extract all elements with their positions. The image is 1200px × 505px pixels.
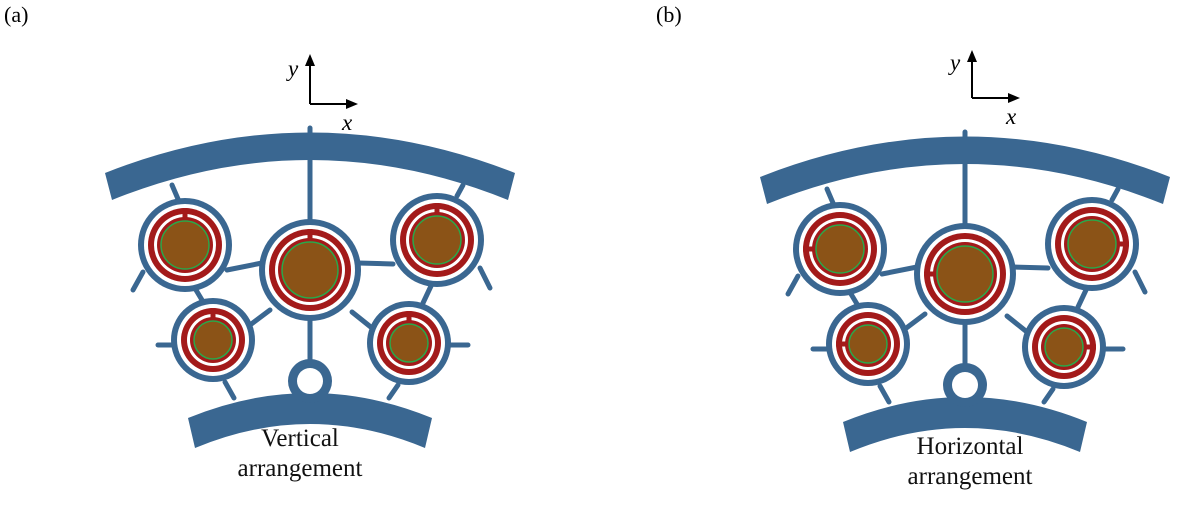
slit-bar: [836, 341, 848, 347]
support-strut: [1010, 264, 1051, 271]
support-strut: [785, 273, 801, 297]
x-arrow-b: [1008, 93, 1020, 103]
support-strut: [224, 260, 265, 273]
support-strut: [879, 264, 920, 277]
core: [848, 324, 888, 364]
axis-x-label-a: x: [341, 110, 353, 135]
caption-b: Horizontal arrangement: [870, 432, 1070, 492]
support-strut: [193, 287, 205, 303]
support-strut: [169, 182, 181, 202]
slit-bar: [182, 208, 188, 220]
caption-a-line1: Vertical: [261, 425, 339, 452]
outer-frame-arc: [105, 132, 515, 200]
core: [160, 220, 210, 270]
core: [193, 320, 233, 360]
support-strut: [386, 382, 401, 401]
support-strut: [1041, 386, 1056, 405]
axis-y-label-a: y: [286, 56, 299, 81]
axes-b: [971, 58, 1012, 99]
axis-x-label-b: x: [1005, 104, 1017, 129]
caption-b-line1: Horizontal: [916, 433, 1024, 460]
support-strut: [848, 291, 860, 307]
support-strut: [420, 283, 434, 306]
core: [936, 245, 994, 303]
slit-bar: [924, 271, 936, 277]
x-arrow-a: [346, 99, 358, 109]
caption-a: Vertical arrangement: [205, 424, 395, 484]
slit-bar: [803, 246, 815, 252]
support-strut: [355, 260, 396, 267]
caption-b-line2: arrangement: [907, 463, 1033, 490]
core: [815, 224, 865, 274]
panel-a-structure: [105, 125, 515, 448]
core: [389, 323, 429, 363]
support-strut: [222, 379, 237, 401]
support-strut: [247, 307, 273, 328]
outer-frame-arc: [760, 136, 1170, 204]
support-strut: [902, 311, 928, 332]
core: [1067, 219, 1117, 269]
support-strut: [1075, 287, 1089, 310]
support-strut: [454, 182, 466, 199]
air-hole: [952, 372, 978, 398]
support-strut: [130, 269, 146, 293]
air-hole: [297, 368, 323, 394]
panel-label-b: (b): [656, 2, 682, 27]
support-strut: [877, 383, 892, 405]
support-strut: [1132, 269, 1148, 295]
inner-frame-arc: [188, 393, 432, 448]
core: [281, 241, 339, 299]
caption-a-line2: arrangement: [237, 455, 363, 482]
slit-bar: [1084, 344, 1096, 350]
axes-a: [309, 62, 350, 105]
support-strut: [477, 265, 493, 291]
panel-label-a: (a): [4, 2, 29, 27]
slit-bar: [434, 203, 440, 215]
inner-frame-arc: [843, 397, 1087, 452]
core: [1044, 327, 1084, 367]
axis-y-label-b: y: [948, 50, 961, 75]
slit-bar: [210, 308, 216, 320]
support-strut: [1004, 313, 1030, 335]
y-arrow-a: [305, 54, 315, 66]
support-strut: [1109, 186, 1121, 203]
support-strut: [349, 309, 375, 331]
slit-bar: [307, 229, 313, 241]
panel-b-structure: [760, 129, 1170, 452]
slit-bar: [1117, 241, 1129, 247]
support-strut: [824, 186, 836, 206]
core: [412, 215, 462, 265]
slit-bar: [406, 311, 412, 323]
y-arrow-b: [967, 50, 977, 62]
